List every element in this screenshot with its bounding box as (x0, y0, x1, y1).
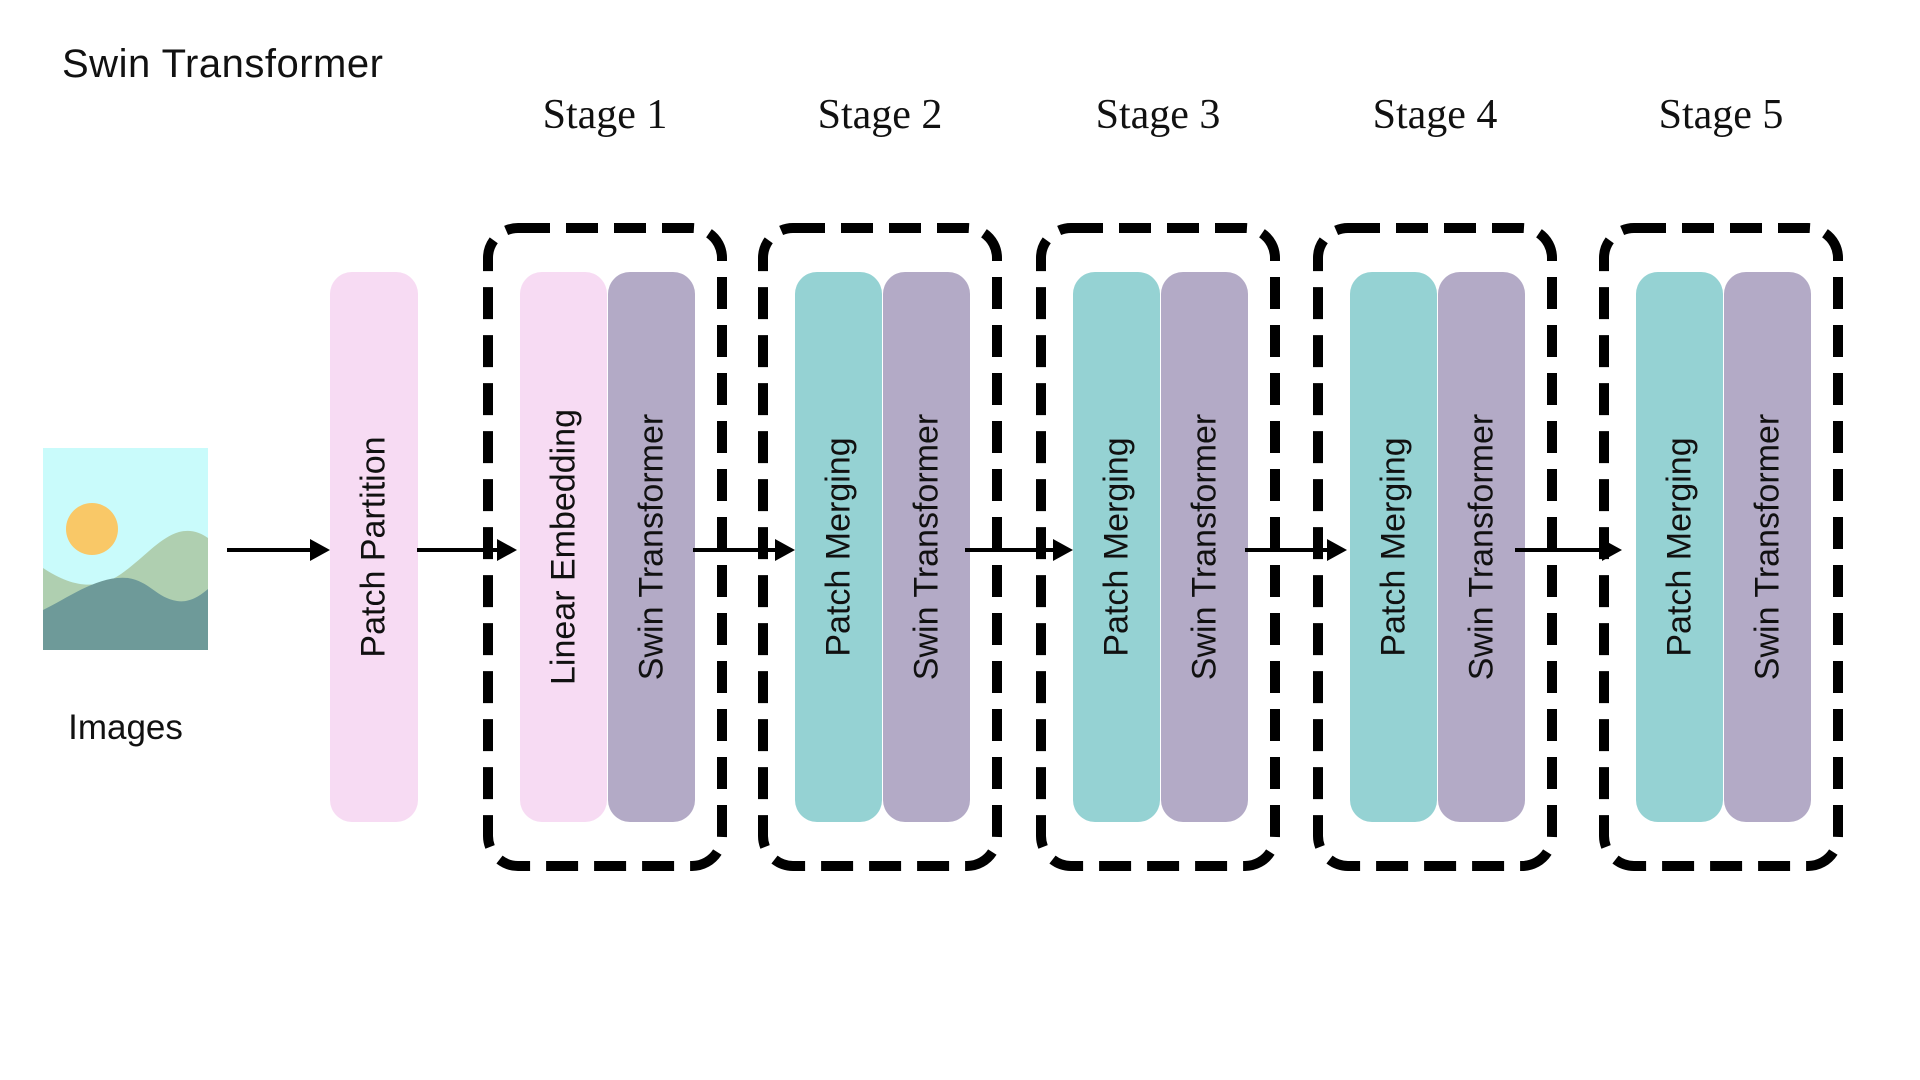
diagram-title: Swin Transformer (62, 42, 384, 86)
arrow-shaft (1245, 548, 1333, 552)
stage-3-box: Patch Merging Swin Transformer (1035, 222, 1281, 872)
stage-1-box: Linear Embedding Swin Transformer (482, 222, 728, 872)
swin-transformer-block-2: Swin Transformer (883, 272, 970, 822)
swin-transformer-label-4: Swin Transformer (1462, 413, 1500, 681)
patch-partition-block: Patch Partition (330, 272, 418, 822)
swin-transformer-block-5: Swin Transformer (1724, 272, 1811, 822)
arrow-head-icon (775, 539, 795, 561)
stage-4-dashed-border (1313, 223, 1557, 871)
front-hill-shape (43, 577, 208, 650)
arrow-head-icon (310, 539, 330, 561)
arrow-head-icon (1053, 539, 1073, 561)
swin-transformer-label-1: Swin Transformer (632, 413, 670, 681)
swin-transformer-label-2: Swin Transformer (907, 413, 945, 681)
arrow-shaft (693, 548, 781, 552)
arrow-head-icon (1602, 539, 1622, 561)
linear-embedding-block: Linear Embedding (520, 272, 607, 822)
patch-merging-block-3: Patch Merging (1073, 272, 1160, 822)
stage-4-box: Patch Merging Swin Transformer (1312, 222, 1558, 872)
swin-transformer-label-3: Swin Transformer (1185, 413, 1223, 681)
arrow-head-icon (497, 539, 517, 561)
patch-merging-block-5: Patch Merging (1636, 272, 1723, 822)
sun-icon (66, 503, 118, 555)
stage-3-dashed-border (1036, 223, 1280, 871)
stage-4-label: Stage 4 (1372, 92, 1498, 138)
arrow-shaft (1515, 548, 1608, 552)
patch-merging-block-2: Patch Merging (795, 272, 882, 822)
patch-partition-label: Patch Partition (354, 436, 393, 658)
linear-embedding-label: Linear Embedding (544, 409, 582, 685)
arrow-head-icon (1327, 539, 1347, 561)
patch-merging-block-4: Patch Merging (1350, 272, 1437, 822)
swin-transformer-block-3: Swin Transformer (1161, 272, 1248, 822)
swin-transformer-block-1: Swin Transformer (608, 272, 695, 822)
arrow-shaft (227, 548, 316, 552)
stage-1-dashed-border (483, 223, 727, 871)
stage-5-box: Patch Merging Swin Transformer (1598, 222, 1844, 872)
swin-transformer-label-5: Swin Transformer (1748, 413, 1786, 681)
stage-5-label: Stage 5 (1658, 92, 1784, 138)
swin-transformer-block-4: Swin Transformer (1438, 272, 1525, 822)
stage-3-label: Stage 3 (1095, 92, 1221, 138)
stage-1-label: Stage 1 (542, 92, 668, 138)
stage-2-label: Stage 2 (817, 92, 943, 138)
patch-merging-label-4: Patch Merging (1374, 437, 1412, 657)
stage-2-dashed-border (758, 223, 1002, 871)
patch-merging-label-3: Patch Merging (1097, 437, 1135, 657)
landscape-image-icon (43, 448, 208, 650)
images-caption: Images (68, 708, 183, 747)
patch-merging-label-2: Patch Merging (819, 437, 857, 657)
patch-merging-label-5: Patch Merging (1660, 437, 1698, 657)
stage-2-box: Patch Merging Swin Transformer (757, 222, 1003, 872)
arrow-shaft (417, 548, 503, 552)
arrow-shaft (965, 548, 1059, 552)
